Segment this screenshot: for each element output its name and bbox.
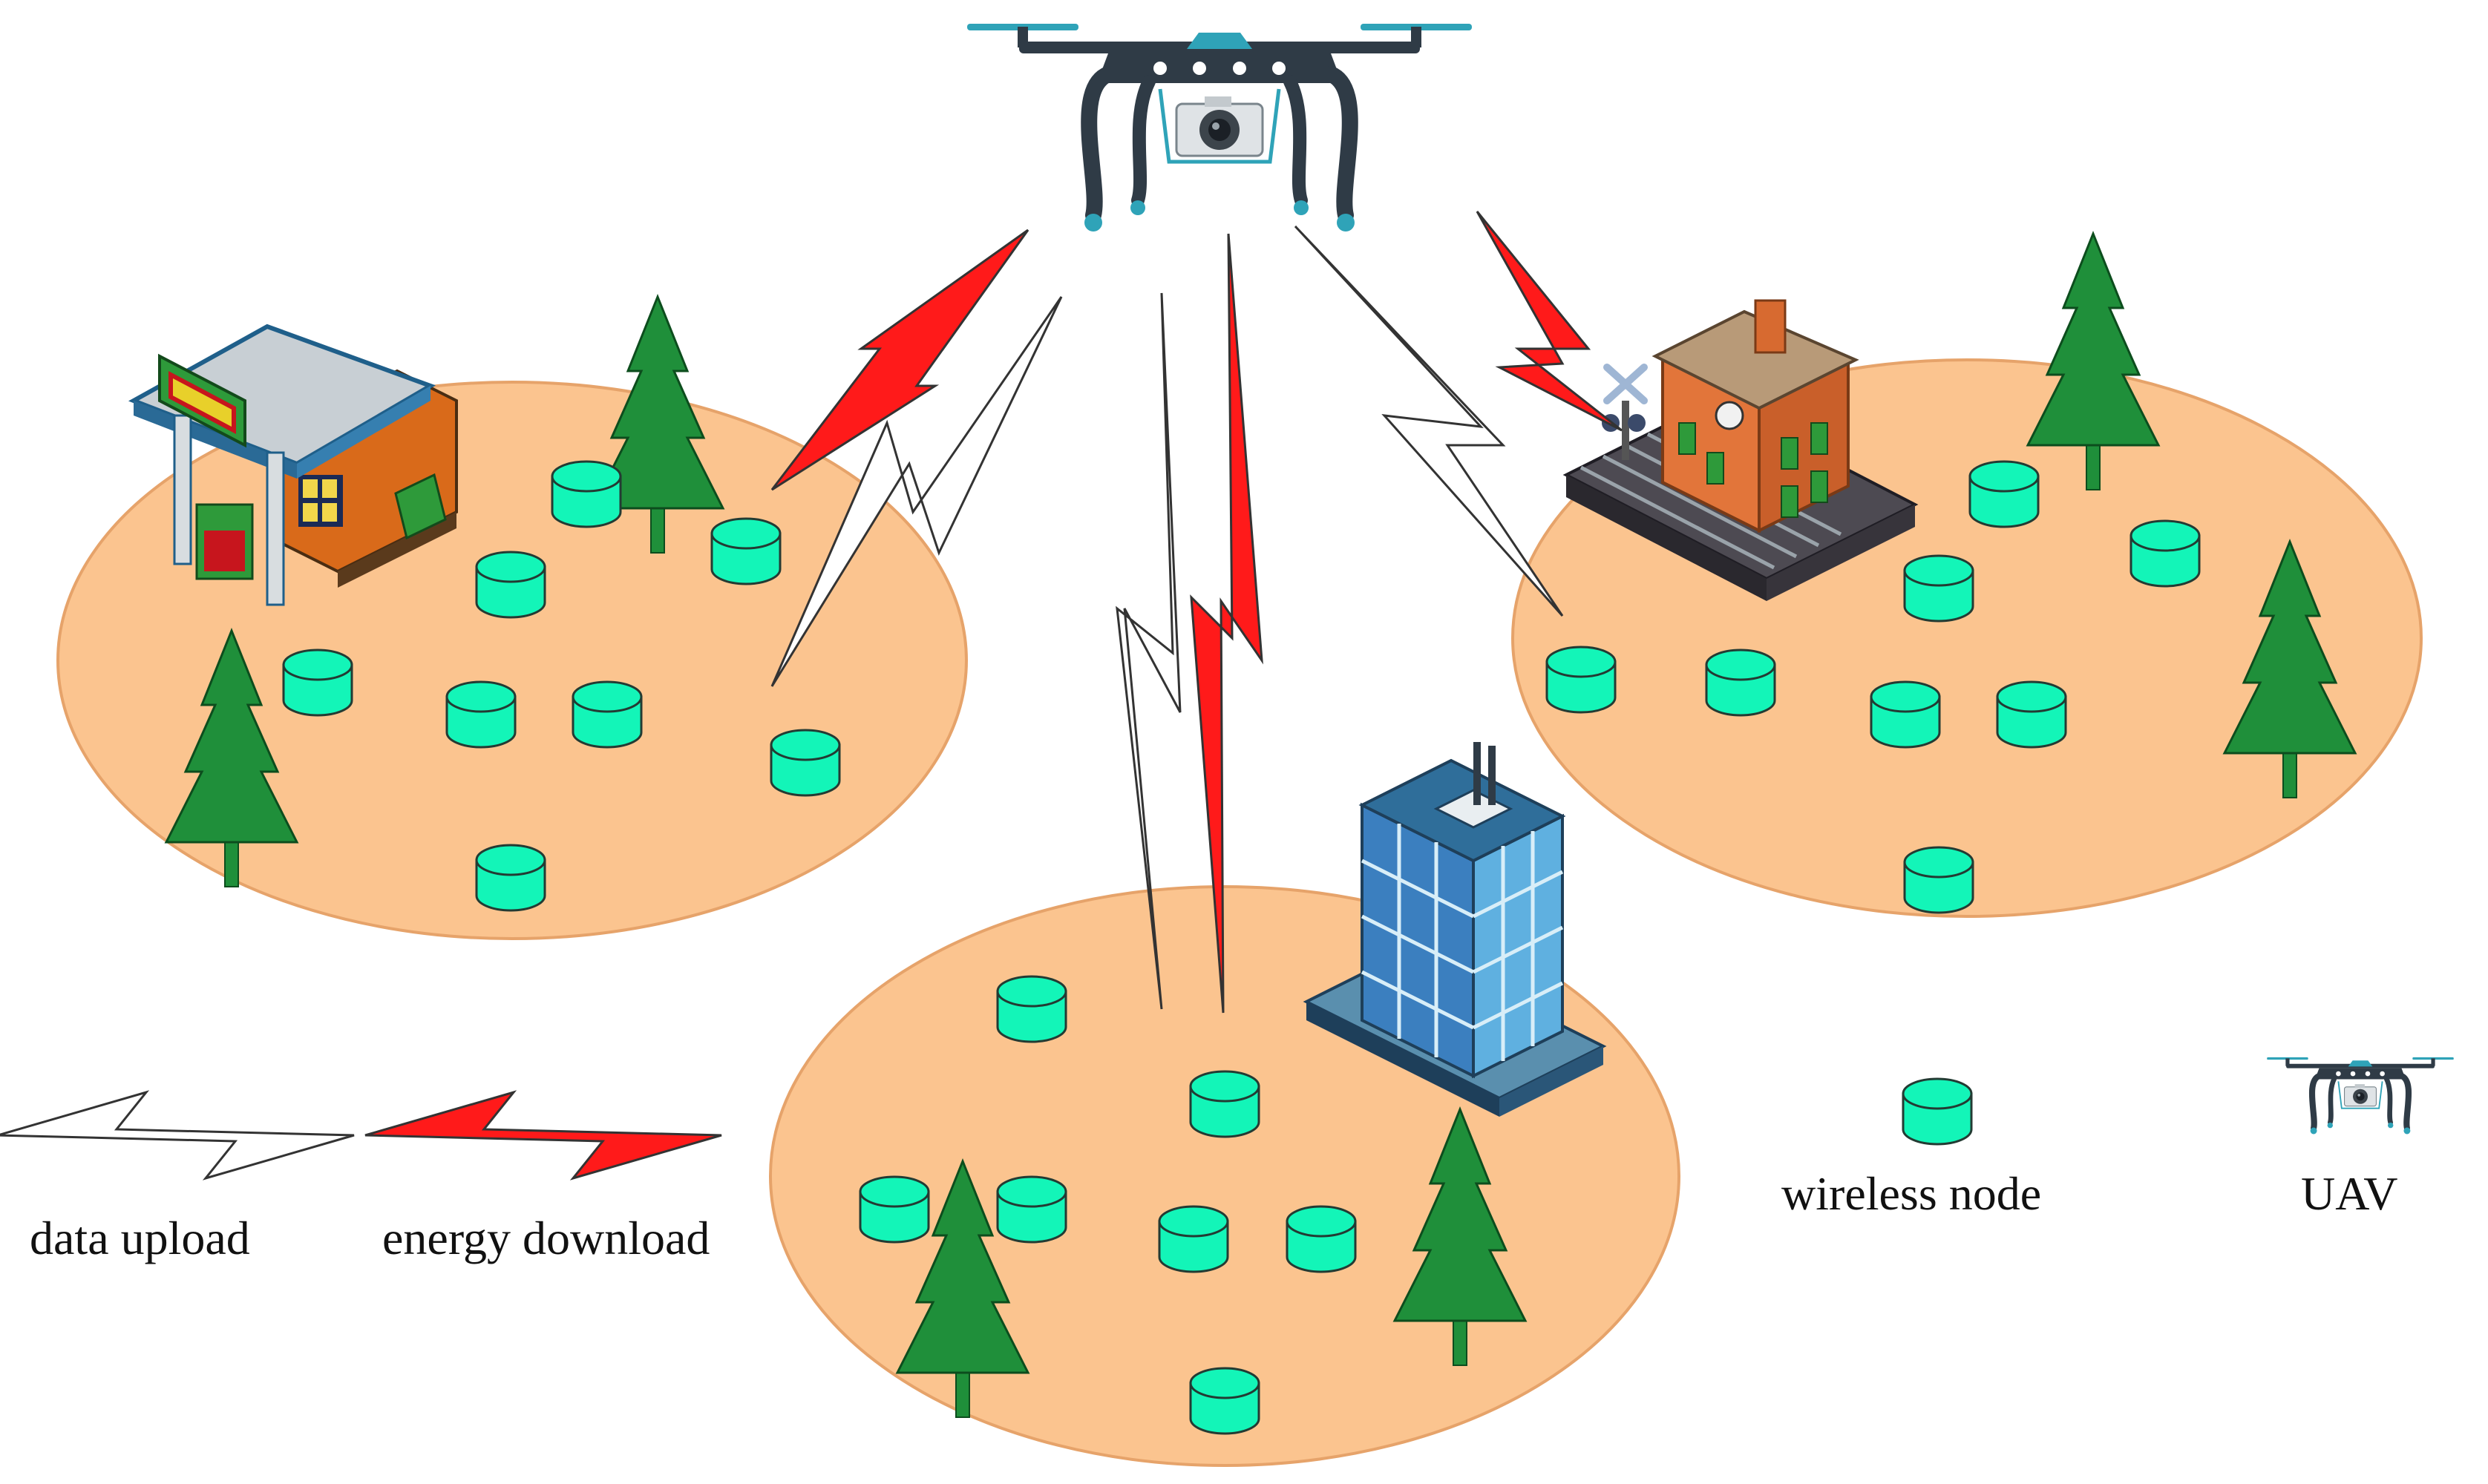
wireless-node-icon (282, 649, 353, 717)
wireless-node-legend-icon (1902, 1077, 1973, 1146)
wireless-node-icon (2129, 519, 2201, 588)
train-station-icon (1562, 299, 1919, 601)
wireless-node-icon (445, 680, 517, 749)
legend: data upload energy download wireless nod… (0, 1057, 2454, 1264)
wireless-node-icon (1545, 646, 1617, 714)
wireless-node-icon (859, 1175, 930, 1244)
energy-download-bolt-icon (364, 1091, 723, 1180)
wireless-node-icon (475, 844, 546, 912)
data-bolt-left (770, 296, 1063, 687)
legend-energy-download-label: energy download (382, 1212, 710, 1264)
energy-bolt-right (1476, 211, 1623, 432)
office-building-icon (1303, 742, 1607, 1117)
wireless-node-icon (475, 551, 546, 619)
legend-data-upload-label: data upload (30, 1212, 250, 1264)
uav-legend-icon (2267, 1057, 2454, 1135)
energy-bolt-middle (1190, 233, 1263, 1014)
wireless-node-icon (996, 1175, 1067, 1244)
wireless-node-icon (710, 517, 782, 585)
wireless-node-icon (572, 680, 643, 749)
wireless-node-icon (1903, 554, 1974, 623)
legend-wireless-node-label: wireless node (1781, 1167, 2041, 1220)
wireless-node-icon (1903, 846, 1974, 914)
wireless-node-icon (1189, 1367, 1260, 1435)
data-bolt-middle (1116, 292, 1182, 1010)
wireless-node-icon (770, 729, 841, 797)
data-bolt-right (1294, 225, 1564, 617)
wireless-node-icon (551, 460, 622, 528)
wireless-node-icon (1286, 1205, 1357, 1273)
wireless-node-icon (1968, 460, 2040, 528)
wireless-node-icon (1189, 1070, 1260, 1138)
wireless-node-icon (1705, 649, 1776, 717)
uav-icon (967, 24, 1472, 232)
wireless-node-icon (1870, 680, 1941, 749)
wireless-node-icon (996, 975, 1067, 1043)
wireless-node-icon (1996, 680, 2067, 749)
gas-station-icon (128, 324, 458, 606)
communication-links (770, 211, 1623, 1014)
energy-bolt-left (770, 229, 1029, 491)
wireless-node-icon (1158, 1205, 1229, 1273)
legend-uav-label: UAV (2301, 1167, 2397, 1220)
data-upload-bolt-icon (0, 1091, 356, 1180)
